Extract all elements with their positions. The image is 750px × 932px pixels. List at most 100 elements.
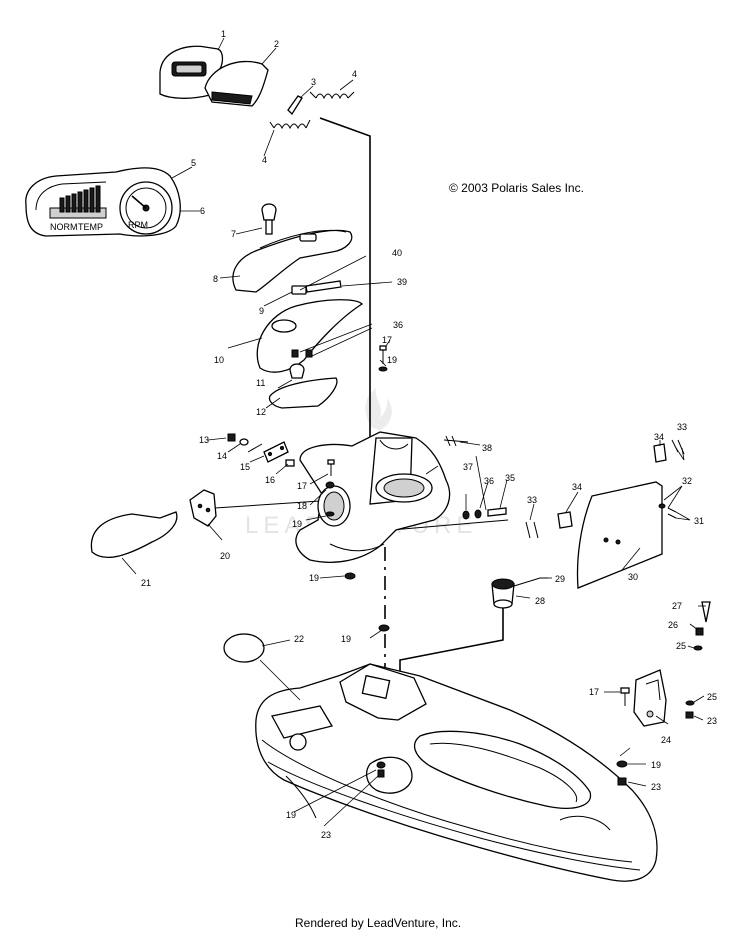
callout-labels: 1 2 3 4 4 5 6 7 8 9 10 11 12 13 14 15 16… xyxy=(141,29,717,840)
callout-17: 17 xyxy=(297,481,307,491)
callout-31: 31 xyxy=(694,516,704,526)
callout-9: 9 xyxy=(259,306,264,316)
callout-4: 4 xyxy=(352,69,357,79)
callout-19: 19 xyxy=(341,634,351,644)
callout-5: 5 xyxy=(191,158,196,168)
part-19-washer-console xyxy=(325,511,335,517)
part-19-washer-upper xyxy=(378,366,388,372)
part-23-nut-hull xyxy=(377,769,385,778)
part-23-nut-lower xyxy=(617,777,627,786)
leader-lines xyxy=(121,37,706,827)
callout-34: 34 xyxy=(572,482,582,492)
callout-19: 19 xyxy=(651,760,661,770)
part-4-spring-upper xyxy=(309,91,355,100)
callout-25: 25 xyxy=(707,692,717,702)
centerline-mirror xyxy=(214,499,336,509)
callout-10: 10 xyxy=(214,355,224,365)
part-18-bolt xyxy=(325,481,335,489)
part-34-clip-lower xyxy=(557,511,573,529)
hull-body xyxy=(255,663,658,882)
part-32-grommet xyxy=(658,503,666,509)
callout-18: 18 xyxy=(297,501,307,511)
part-9-bracket xyxy=(291,285,307,295)
part-19-washer-lower-right xyxy=(616,760,628,768)
callout-20: 20 xyxy=(220,551,230,561)
part-14-washer xyxy=(239,438,249,446)
part-19-washer-hull xyxy=(376,761,386,769)
callout-34: 34 xyxy=(654,432,664,442)
part-22-lens xyxy=(223,633,265,663)
callout-24: 24 xyxy=(661,735,671,745)
part-30-side-panel xyxy=(576,481,663,589)
callout-33: 33 xyxy=(677,422,687,432)
part-19-washer-center xyxy=(378,624,390,632)
callout-17: 17 xyxy=(382,335,392,345)
part-13-nut xyxy=(227,433,236,442)
part-25-washer-upper xyxy=(693,645,703,651)
part-25-washer-lower xyxy=(685,700,695,706)
callout-38: 38 xyxy=(482,443,492,453)
part-17-bolt-lower xyxy=(620,687,630,706)
callout-25: 25 xyxy=(676,641,686,651)
callout-37: 37 xyxy=(463,462,473,472)
footer-credit: Rendered by LeadVenture, Inc. xyxy=(295,916,461,930)
svg-text:NORM: NORM xyxy=(50,222,78,232)
part-4-spring-lower xyxy=(269,119,311,130)
part-20-mirror-mount xyxy=(189,489,217,527)
part-8-upper-panel xyxy=(232,229,353,293)
callout-40: 40 xyxy=(392,248,402,258)
callout-2: 2 xyxy=(274,39,279,49)
callout-39: 39 xyxy=(397,277,407,287)
callout-7: 7 xyxy=(231,229,236,239)
part-27-stud xyxy=(701,601,711,623)
callout-21: 21 xyxy=(141,578,151,588)
callout-19: 19 xyxy=(309,573,319,583)
part-19-washer-bottom xyxy=(344,572,356,580)
part-38-spring-pin xyxy=(443,435,469,447)
part-39-shaft xyxy=(305,280,342,293)
svg-text:RPM: RPM xyxy=(128,220,148,230)
callout-3: 3 xyxy=(311,77,316,87)
callout-36: 36 xyxy=(393,320,403,330)
callout-23: 23 xyxy=(321,830,331,840)
callout-11: 11 xyxy=(256,378,265,388)
copyright-text: © 2003 Polaris Sales Inc. xyxy=(449,181,584,195)
callout-19: 19 xyxy=(387,355,397,365)
callout-22: 22 xyxy=(294,634,304,644)
part-17-bolt-upper xyxy=(379,345,387,364)
callout-17: 17 xyxy=(589,687,599,697)
part-34-clip-upper xyxy=(653,443,667,463)
callout-32: 32 xyxy=(682,476,692,486)
callout-16: 16 xyxy=(265,475,275,485)
part-12-pad xyxy=(268,377,338,409)
part-16-screw xyxy=(285,459,295,467)
callout-23: 23 xyxy=(707,716,717,726)
part-2-lens-cover xyxy=(204,60,269,107)
part-14-washer-right xyxy=(462,510,470,520)
part-35-screw xyxy=(487,507,507,517)
part-33-fastener-lower xyxy=(525,521,539,539)
callout-28: 28 xyxy=(535,596,545,606)
callout-30: 30 xyxy=(628,572,638,582)
callout-29: 29 xyxy=(555,574,565,584)
callout-19: 19 xyxy=(286,810,296,820)
callout-13: 13 xyxy=(199,435,209,445)
part-29-cable xyxy=(513,577,548,587)
callout-27: 27 xyxy=(672,601,682,611)
watermark-flame-icon xyxy=(365,388,392,430)
part-28-cup-holder xyxy=(491,578,515,609)
part-37-console xyxy=(295,431,451,563)
part-15-plate xyxy=(247,441,289,463)
part-21-mirror xyxy=(90,511,178,559)
callout-8: 8 xyxy=(213,274,218,284)
svg-text:TEMP: TEMP xyxy=(78,222,103,232)
centerline-main xyxy=(319,117,371,440)
callout-35: 35 xyxy=(505,473,515,483)
callout-15: 15 xyxy=(240,462,250,472)
callout-26: 26 xyxy=(668,620,678,630)
part-7-throttle-knob xyxy=(261,203,277,235)
callout-6: 6 xyxy=(200,206,205,216)
part-24-bracket xyxy=(633,669,667,727)
part-11-grommet xyxy=(289,349,313,379)
